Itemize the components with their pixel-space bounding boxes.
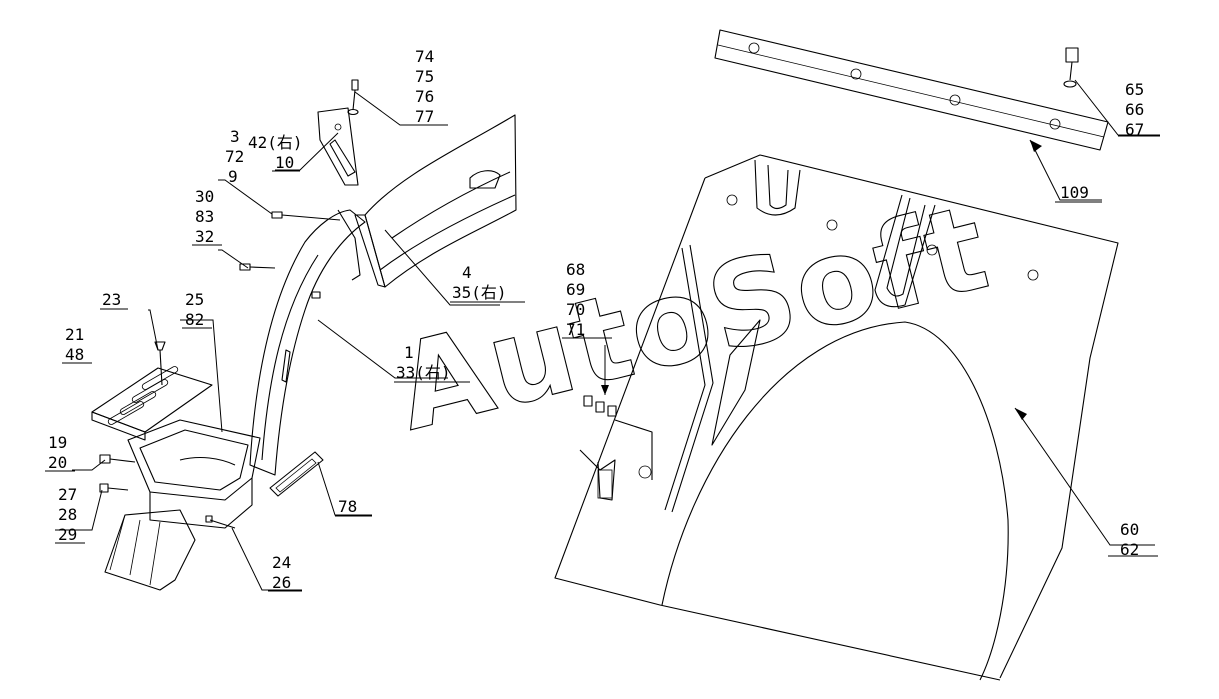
mounting-bar bbox=[714, 29, 1109, 151]
callout-68: 68 bbox=[566, 260, 585, 279]
step-tray bbox=[127, 419, 261, 529]
nut-19-icon bbox=[99, 454, 136, 464]
callout-78: 78 bbox=[338, 497, 357, 516]
callout-27: 27 bbox=[58, 485, 77, 504]
callout-42: 42(右) bbox=[248, 133, 303, 152]
nut-27-icon bbox=[99, 483, 129, 493]
fastener-icons bbox=[99, 211, 617, 529]
callout-24: 24 bbox=[272, 553, 291, 572]
reflector-78-icon bbox=[269, 451, 324, 497]
callout-66: 66 bbox=[1125, 100, 1144, 119]
callout-76: 76 bbox=[415, 87, 434, 106]
callout-67: 67 bbox=[1125, 120, 1144, 139]
callout-60: 60 bbox=[1120, 520, 1139, 539]
callout-25: 25 bbox=[185, 290, 204, 309]
callout-9: 9 bbox=[228, 167, 238, 186]
bolt-32-icon bbox=[239, 263, 276, 271]
callout-83: 83 bbox=[195, 207, 214, 226]
mudflap-panel bbox=[554, 154, 1119, 681]
callout-19: 19 bbox=[48, 433, 67, 452]
bracket-42 bbox=[317, 107, 359, 186]
callout-75: 75 bbox=[415, 67, 434, 86]
callout-72: 72 bbox=[225, 147, 244, 166]
callout-23: 23 bbox=[102, 290, 121, 309]
callout-1: 1 bbox=[404, 343, 414, 362]
callout-28: 28 bbox=[58, 505, 77, 524]
step-bracket bbox=[104, 509, 196, 591]
callout-20: 20 bbox=[48, 453, 67, 472]
watermark: AutoSoft bbox=[383, 177, 1001, 457]
callout-26: 26 bbox=[272, 573, 291, 592]
callout-77: 77 bbox=[415, 107, 434, 126]
callout-10: 10 bbox=[275, 153, 294, 172]
callout-109: 109 bbox=[1060, 183, 1089, 202]
callout-29: 29 bbox=[58, 525, 77, 544]
callout-32: 32 bbox=[195, 227, 214, 246]
rivet-23-icon bbox=[154, 341, 166, 386]
fender-arch bbox=[249, 209, 366, 476]
callout-71: 71 bbox=[566, 320, 585, 339]
callout-4: 4 bbox=[462, 263, 472, 282]
callout-62: 62 bbox=[1120, 540, 1139, 559]
callout-74: 74 bbox=[415, 47, 434, 66]
callout-3: 3 bbox=[230, 127, 240, 146]
upper-fender bbox=[354, 114, 517, 288]
callout-labels: 74 75 76 77 3 42(右) 72 10 9 30 83 32 4 3… bbox=[45, 47, 1160, 592]
callout-48: 48 bbox=[65, 345, 84, 364]
bolt-68-icon bbox=[583, 395, 617, 417]
leader-lines bbox=[55, 79, 1160, 591]
callout-35: 35(右) bbox=[452, 283, 507, 302]
bolt-lower-icon bbox=[311, 291, 321, 299]
callout-21: 21 bbox=[65, 325, 84, 344]
callout-69: 69 bbox=[566, 280, 585, 299]
callout-33: 33(右) bbox=[396, 363, 451, 382]
screw-74-icon bbox=[347, 79, 359, 116]
bolt-30-icon bbox=[271, 211, 341, 221]
callout-82: 82 bbox=[185, 310, 204, 329]
bolt-65-icon bbox=[1063, 47, 1079, 88]
step-plate bbox=[91, 366, 213, 441]
callout-65: 65 bbox=[1125, 80, 1144, 99]
callout-30: 30 bbox=[195, 187, 214, 206]
callout-70: 70 bbox=[566, 300, 585, 319]
bolt-24-icon bbox=[205, 515, 236, 529]
